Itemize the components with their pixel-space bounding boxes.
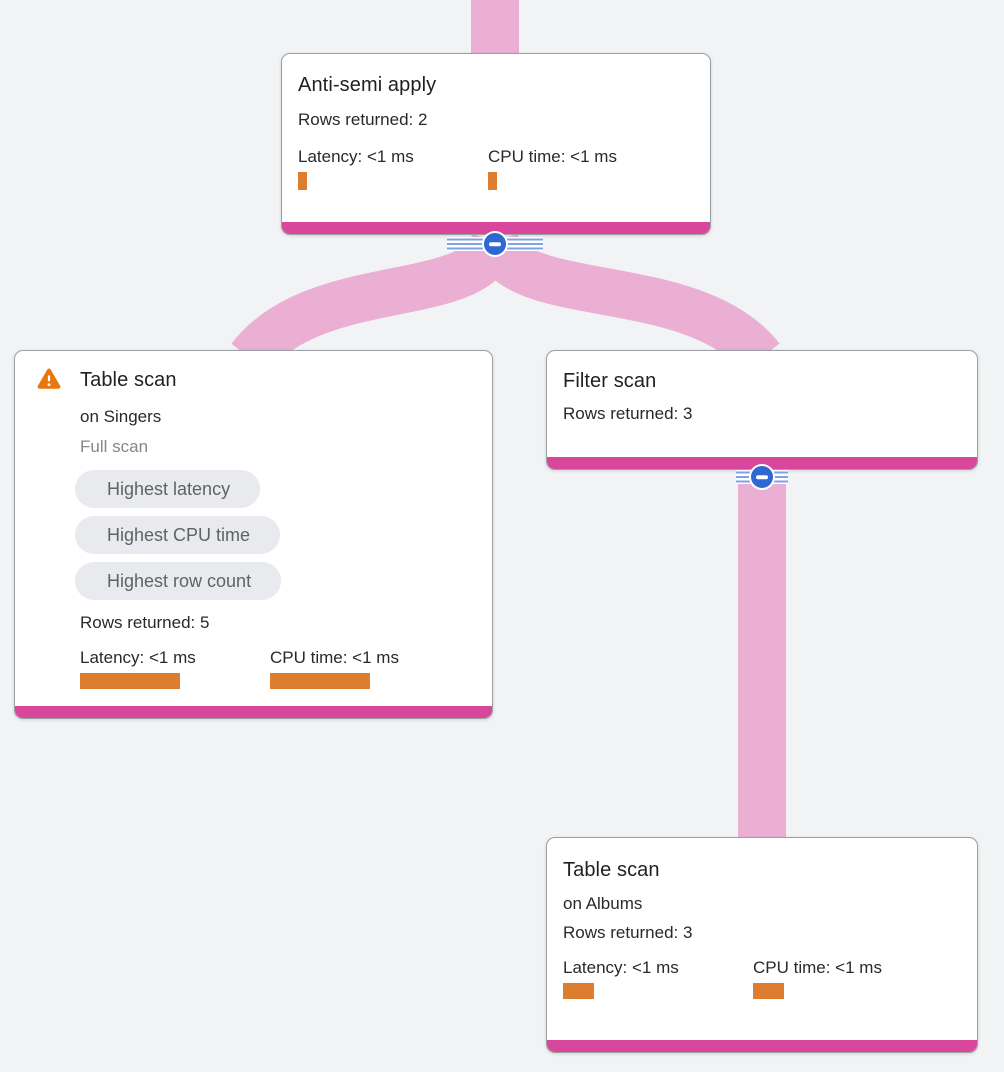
latency-label: Latency: <1 ms xyxy=(563,958,679,977)
cpu-metric: CPU time: <1 ms xyxy=(753,957,943,999)
node-subtitle: on Singers xyxy=(80,407,162,426)
rows-returned-text: Rows returned: 5 xyxy=(80,613,210,632)
node-subtitle: on Albums xyxy=(563,894,643,913)
collapse-button[interactable] xyxy=(749,464,775,490)
rows-returned-text: Rows returned: 3 xyxy=(563,923,693,942)
link-anti-semi-to-filter-scan xyxy=(472,231,780,374)
cpu-metric: CPU time: <1 ms xyxy=(488,146,678,190)
collapse-button[interactable] xyxy=(482,231,508,257)
latency-bar xyxy=(563,983,594,999)
rows-returned-text: Rows returned: 2 xyxy=(298,110,428,129)
cpu-time-bar xyxy=(270,673,370,689)
latency-metric: Latency: <1 ms xyxy=(80,647,270,689)
node-accent-bar xyxy=(547,457,977,469)
node-accent-bar xyxy=(547,1040,977,1052)
node-filter-scan[interactable]: Filter scan Rows returned: 3 xyxy=(546,350,978,470)
latency-label: Latency: <1 ms xyxy=(80,648,196,667)
link-root-to-anti-semi-apply xyxy=(471,0,519,60)
badge-highest-row-count: Highest row count xyxy=(75,562,282,600)
node-title: Filter scan xyxy=(563,370,657,392)
cpu-time-label: CPU time: <1 ms xyxy=(488,147,617,166)
latency-label: Latency: <1 ms xyxy=(298,147,414,166)
cpu-time-label: CPU time: <1 ms xyxy=(753,958,882,977)
badge-highest-latency: Highest latency xyxy=(75,470,261,508)
node-anti-semi-apply[interactable]: Anti-semi apply Rows returned: 2 Latency… xyxy=(281,53,711,235)
collapse-control-filter-scan xyxy=(736,464,788,490)
rows-returned-text: Rows returned: 3 xyxy=(563,404,693,423)
node-table-scan-singers[interactable]: Table scan on Singers Full scan Highest … xyxy=(14,350,493,719)
cpu-time-label: CPU time: <1 ms xyxy=(270,648,399,667)
link-anti-semi-to-table-scan-singers xyxy=(231,231,518,374)
latency-metric: Latency: <1 ms xyxy=(298,146,488,190)
latency-bar xyxy=(80,673,180,689)
node-accent-bar xyxy=(282,222,710,234)
scan-type-text: Full scan xyxy=(80,437,149,456)
link-filter-scan-to-table-scan-albums xyxy=(738,466,786,842)
node-table-scan-albums[interactable]: Table scan on Albums Rows returned: 3 La… xyxy=(546,837,978,1053)
latency-metric: Latency: <1 ms xyxy=(563,957,753,999)
node-title: Table scan xyxy=(80,369,177,391)
node-accent-bar xyxy=(15,706,492,718)
badge-highest-cpu-time: Highest CPU time xyxy=(75,516,281,554)
cpu-time-bar xyxy=(488,172,497,190)
warning-icon xyxy=(37,368,61,389)
cpu-time-bar xyxy=(753,983,784,999)
node-title: Table scan xyxy=(563,859,660,881)
node-title: Anti-semi apply xyxy=(298,74,437,96)
latency-bar xyxy=(298,172,307,190)
collapse-control-anti-semi xyxy=(447,231,543,257)
minus-icon xyxy=(756,475,768,479)
cpu-metric: CPU time: <1 ms xyxy=(270,647,460,689)
minus-icon xyxy=(489,242,501,246)
